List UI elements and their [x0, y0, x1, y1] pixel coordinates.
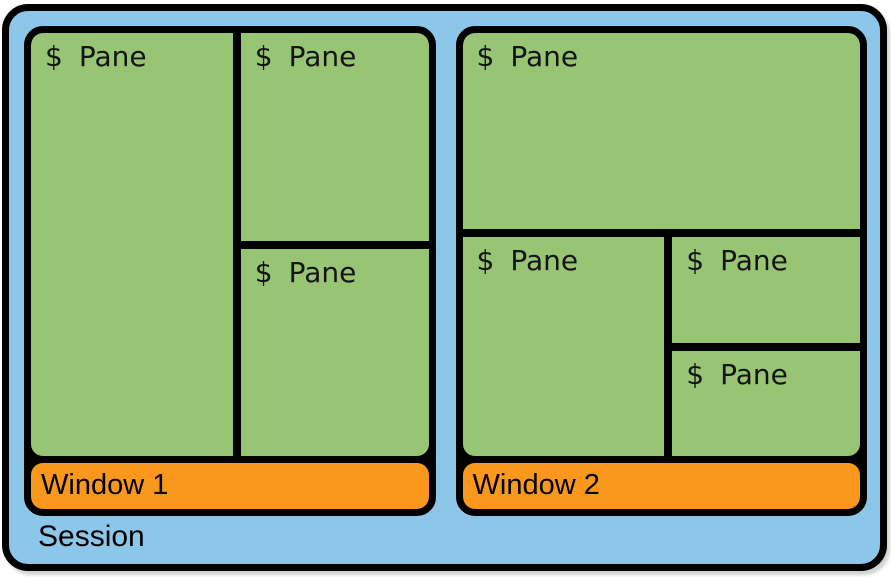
pane-label: Pane	[78, 40, 147, 73]
pane-grid-window-2: $ Pane $ Pane	[462, 33, 861, 456]
window-title: Window 1	[41, 468, 169, 501]
pane-label-row: $ Pane	[476, 244, 665, 277]
pane-label-row: $ Pane	[254, 40, 429, 73]
pane: $ Pane	[31, 33, 233, 456]
pane-column: $ Pane $ Pane	[240, 33, 429, 456]
pane-label: Pane	[288, 40, 357, 73]
windows-row: $ Pane $ Pane $	[9, 11, 880, 516]
pane-label: Pane	[510, 40, 579, 73]
window-1: $ Pane $ Pane $	[24, 26, 436, 516]
pane: $ Pane	[462, 237, 665, 456]
session-label: Session	[38, 520, 145, 553]
pane: $ Pane	[462, 33, 861, 229]
pane: $ Pane	[240, 248, 429, 456]
pane: $ Pane	[240, 33, 429, 241]
pane-label: Pane	[288, 255, 357, 289]
shell-prompt: $	[254, 40, 273, 73]
pane-column: $ Pane $ Pane	[672, 237, 860, 456]
pane-bottom-row: $ Pane $ Pane	[462, 237, 860, 456]
pane-label: Pane	[510, 244, 579, 277]
shell-prompt: $	[476, 40, 495, 73]
shell-prompt: $	[686, 244, 705, 277]
shell-prompt: $	[686, 357, 705, 391]
pane-label-row: $ Pane	[476, 40, 861, 73]
pane-label-row: $ Pane	[45, 40, 233, 73]
pane-label-row: $ Pane	[254, 255, 429, 289]
pane-label: Pane	[720, 244, 788, 277]
pane-grid-window-1: $ Pane $ Pane $	[31, 33, 429, 456]
window-title-bar: Window 2	[462, 463, 860, 509]
window-2: $ Pane $ Pane	[455, 26, 867, 516]
pane: $ Pane	[672, 350, 860, 456]
window-title: Window 2	[472, 468, 600, 501]
window-title-bar: Window 1	[31, 463, 429, 509]
shell-prompt: $	[476, 244, 495, 277]
pane-label-row: $ Pane	[686, 357, 860, 391]
pane-label-row: $ Pane	[686, 244, 860, 277]
session-box: $ Pane $ Pane $	[2, 4, 887, 571]
shell-prompt: $	[254, 255, 273, 289]
shell-prompt: $	[45, 40, 63, 73]
pane-label: Pane	[720, 357, 788, 391]
pane: $ Pane	[672, 237, 860, 343]
